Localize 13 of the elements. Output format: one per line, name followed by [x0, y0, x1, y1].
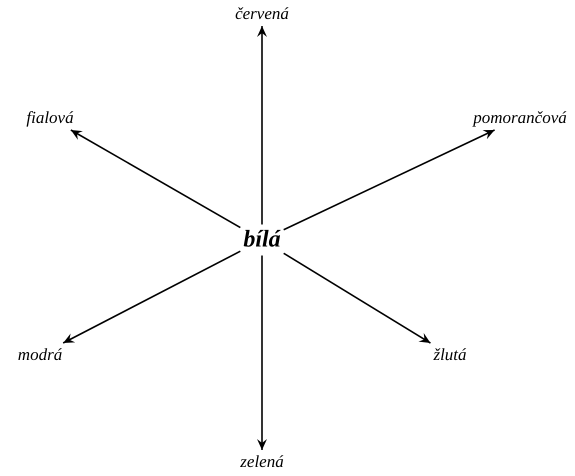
color-label: zelená [237, 450, 287, 474]
center-label: bílá [240, 224, 284, 256]
color-label: pomorančová [470, 106, 570, 130]
arrow [283, 129, 495, 230]
color-label: žlutá [430, 343, 470, 367]
arrow [257, 256, 267, 450]
arrow [70, 129, 241, 228]
color-label: červená [232, 2, 292, 26]
arrow [257, 26, 267, 224]
arrow [283, 252, 431, 344]
color-label: modrá [14, 343, 66, 367]
color-label: fialová [23, 106, 77, 130]
arrow [62, 250, 241, 344]
